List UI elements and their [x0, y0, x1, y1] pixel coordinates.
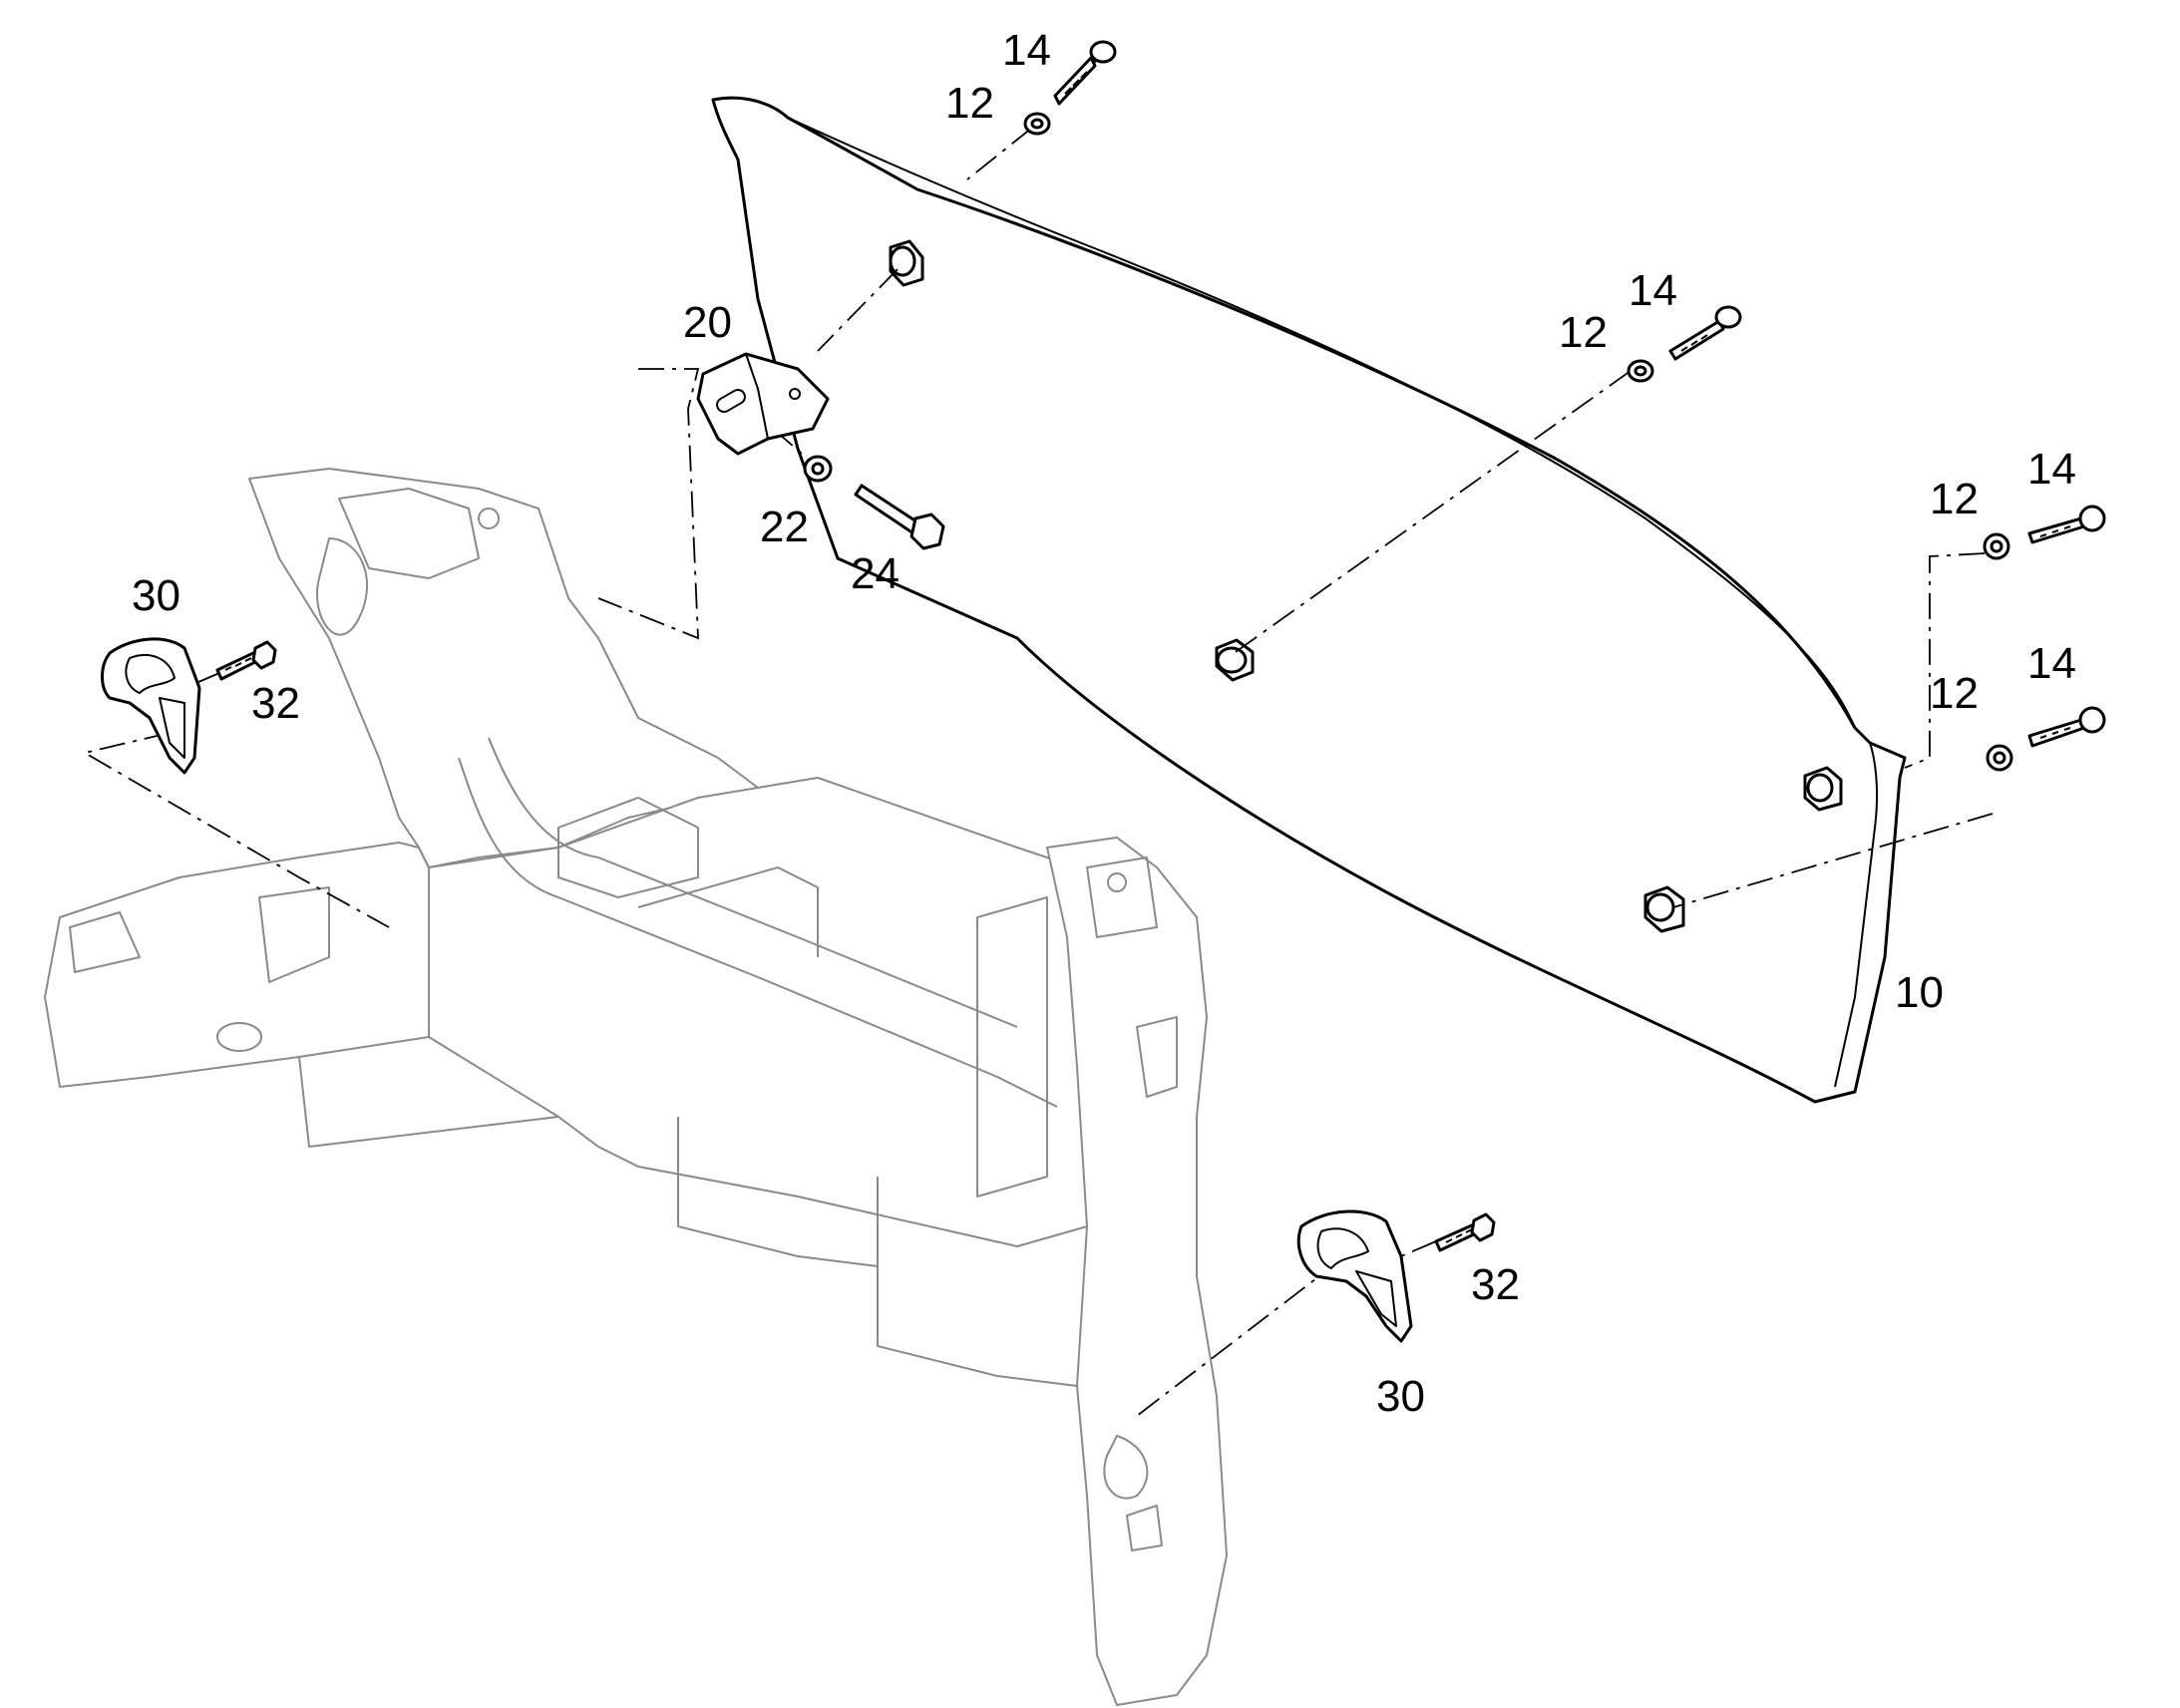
- spacer-block: [1215, 638, 1255, 682]
- callout-20: 20: [683, 298, 732, 347]
- callout-14-top: 14: [1002, 26, 1051, 75]
- washer: [1986, 744, 2013, 772]
- callout-12-right-upper: 12: [1930, 475, 1979, 523]
- callout-22: 22: [760, 503, 809, 551]
- screw-set-top: [1023, 40, 1117, 136]
- washer: [1023, 112, 1051, 136]
- hinge-plate-left: [101, 637, 201, 775]
- mounting-bracket: [696, 352, 830, 456]
- callout-32-left: 32: [251, 679, 300, 728]
- bracket-bolt: [854, 484, 945, 550]
- hinge-bolt-left: [215, 640, 277, 681]
- callout-14-right-upper: 14: [2027, 445, 2076, 494]
- callout-14-right-lower: 14: [2027, 639, 2076, 688]
- hinge-plate-right: [1296, 1209, 1413, 1343]
- windshield-glass: [711, 96, 1907, 1104]
- hinge-bolt-right: [1434, 1212, 1496, 1252]
- spacer-block: [1643, 885, 1685, 933]
- callout-14-middle: 14: [1629, 266, 1677, 315]
- washer: [1983, 532, 2010, 560]
- callout-10: 10: [1895, 968, 1944, 1017]
- callout-30-right: 30: [1376, 1372, 1425, 1421]
- glass-spacers: [889, 239, 1843, 933]
- screw-set-right-lower: [1986, 706, 2106, 772]
- screw-set-middle: [1627, 305, 1742, 383]
- callout-32-right: 32: [1471, 1260, 1520, 1309]
- screw: [2027, 706, 2106, 748]
- cab-frame: [44, 468, 1228, 1706]
- screw: [1668, 305, 1742, 361]
- callout-12-top: 12: [945, 79, 994, 128]
- screw: [1053, 40, 1117, 106]
- callout-12-middle: 12: [1559, 308, 1608, 357]
- screw-set-right-upper: [1983, 505, 2106, 560]
- callout-12-right-lower: 12: [1930, 669, 1979, 718]
- callout-30-left: 30: [132, 571, 181, 620]
- callout-24: 24: [851, 549, 900, 598]
- bracket-washer: [803, 455, 833, 483]
- spacer-block: [1803, 766, 1843, 812]
- washer: [1627, 359, 1654, 383]
- leader-lines: [82, 127, 1994, 1417]
- callout-labels: 14 12 20 22 24 14 12 14 12 14 12 10 30 3…: [132, 26, 2076, 1421]
- spacer-block: [889, 239, 924, 287]
- screw: [2027, 505, 2106, 544]
